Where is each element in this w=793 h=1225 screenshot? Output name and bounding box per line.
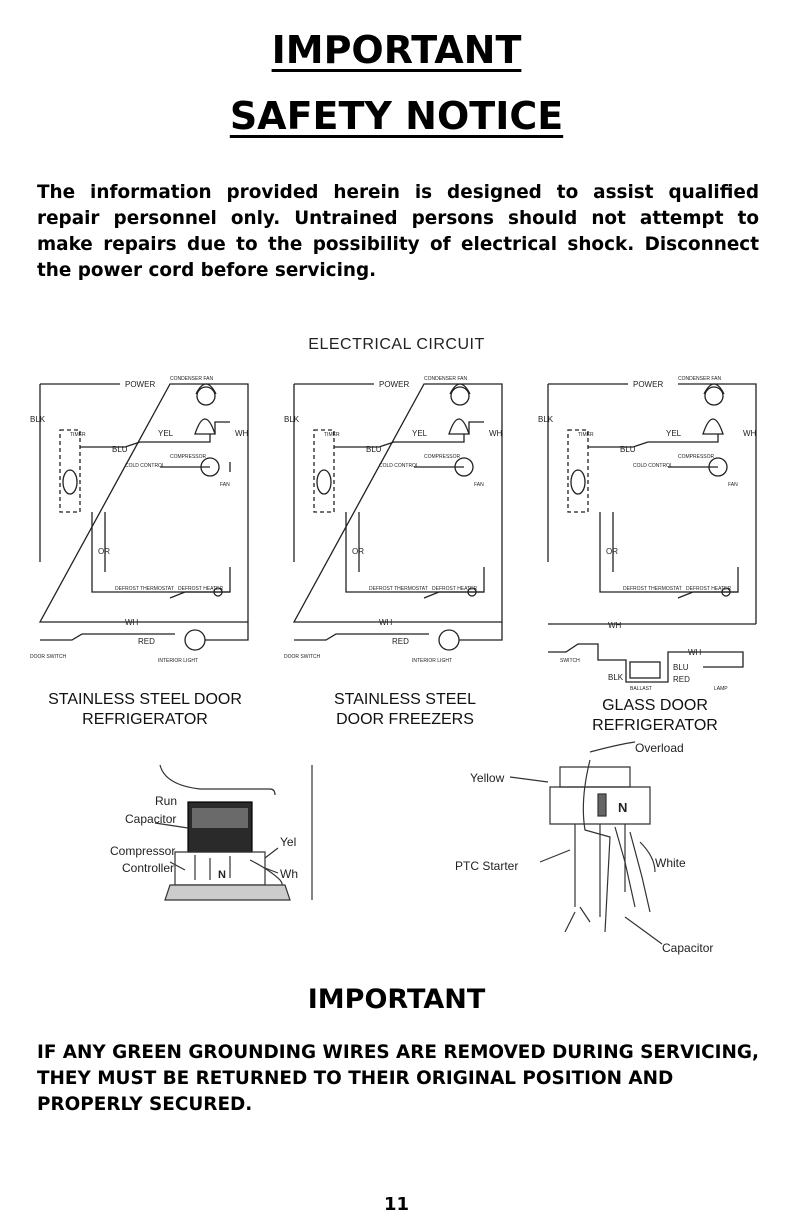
d2-heater-label: DEFROST HEATER — [432, 586, 477, 592]
d3-or-label: OR — [606, 547, 618, 556]
d2-power-label: POWER — [379, 380, 409, 389]
section-title: ELECTRICAL CIRCUIT — [308, 336, 485, 353]
d1-heater-label: DEFROST HEATER — [178, 586, 223, 592]
d2-cold-label: COLD CONTROL — [379, 463, 419, 469]
overload-label: Overload — [635, 741, 684, 755]
d3-power-label: POWER — [633, 380, 663, 389]
d3-blu-label: BLU — [620, 445, 636, 454]
caption-diagram-3: GLASS DOOR REFRIGERATOR — [592, 697, 718, 734]
n-terminal-label-right: N — [618, 800, 627, 815]
d2-evap-label: FAN — [474, 482, 484, 488]
d2-wh-label: WH — [489, 429, 503, 438]
circuit-diagram-3: POWER BLK TIMER BLU YEL WH OR WH WH BLK … — [538, 376, 757, 692]
d3-timer-label: TIMER — [578, 432, 594, 438]
intro-paragraph: The information provided herein is desig… — [37, 182, 759, 281]
d1-timer-label: TIMER — [70, 432, 86, 438]
ptc-starter-label: PTC Starter — [455, 859, 518, 873]
d1-evap-label: FAN — [220, 482, 230, 488]
d1-blu-label: BLU — [112, 445, 128, 454]
d3-heater-label: DEFROST HEATER — [686, 586, 731, 592]
page-number: 11 — [383, 1194, 410, 1215]
d1-or-label: OR — [98, 547, 110, 556]
d3-switch-label: SWITCH — [560, 658, 580, 664]
d3-wh2-label: WH — [608, 621, 622, 630]
d2-fan-label: CONDENSER FAN — [424, 376, 467, 382]
d3-red2-label: RED — [673, 675, 690, 684]
compressor-controller-label-1: Compressor — [110, 844, 175, 858]
run-capacitor-label-1: Run — [155, 794, 177, 808]
d2-red-label: RED — [392, 637, 409, 646]
yellow-wire-label: Yellow — [470, 771, 505, 785]
compressor-controller-label-2: Controller — [122, 861, 174, 875]
run-capacitor-label-2: Capacitor — [125, 812, 176, 826]
d3-cold-label: COLD CONTROL — [633, 463, 673, 469]
d3-yel-label: YEL — [666, 429, 682, 438]
yel-wire-label: Yel — [280, 835, 296, 849]
d3-comp-label: COMPRESSOR — [678, 454, 715, 460]
d1-wh-label: WH — [235, 429, 249, 438]
title-important: IMPORTANT — [271, 28, 522, 72]
d1-thermo-label: DEFROST THERMOSTAT — [115, 586, 174, 592]
d1-red-label: RED — [138, 637, 155, 646]
d3-wh-label: WH — [743, 429, 757, 438]
d2-door-label: DOOR SWITCH — [284, 654, 320, 660]
d3-blk-label: BLK — [538, 415, 554, 424]
d3-evap-label: FAN — [728, 482, 738, 488]
d1-power-label: POWER — [125, 380, 155, 389]
d1-fan-label: CONDENSER FAN — [170, 376, 213, 382]
d3-fan-label: CONDENSER FAN — [678, 376, 721, 382]
d2-comp-label: COMPRESSOR — [424, 454, 461, 460]
d3-lamp-label: LAMP — [714, 686, 728, 692]
d1-door-label: DOOR SWITCH — [30, 654, 66, 660]
capacitor-label: Capacitor — [662, 941, 713, 955]
d2-blu-label: BLU — [366, 445, 382, 454]
d3-thermo-label: DEFROST THERMOSTAT — [623, 586, 682, 592]
circuit-diagram-1: POWER BLK TIMER BLU YEL WH OR RED WH CON… — [30, 376, 249, 664]
ptc-starter-illustration: Overload Yellow PTC Starter White Capaci… — [455, 741, 713, 955]
d3-blk2-label: BLK — [608, 673, 624, 682]
d2-or-label: OR — [352, 547, 364, 556]
grounding-warning: IF ANY GREEN GROUNDING WIRES ARE REMOVED… — [37, 1042, 759, 1115]
d2-blk-label: BLK — [284, 415, 300, 424]
important-heading: IMPORTANT — [307, 984, 486, 1015]
d1-light-label: INTERIOR LIGHT — [158, 658, 198, 664]
d3-wh3-label: WH — [688, 648, 702, 657]
d1-comp-label: COMPRESSOR — [170, 454, 207, 460]
d1-wh2-label: WH — [125, 618, 139, 627]
n-terminal-label: N — [218, 869, 226, 881]
caption-diagram-2: STAINLESS STEEL DOOR FREEZERS — [334, 691, 476, 728]
d2-yel-label: YEL — [412, 429, 428, 438]
white-wire-label: White — [655, 856, 686, 870]
title-safety-notice: SAFETY NOTICE — [229, 94, 564, 138]
d3-ballast-label: BALLAST — [630, 686, 652, 692]
d2-wh2-label: WH — [379, 618, 393, 627]
circuit-diagram-2: POWER BLK TIMER BLU YEL WH OR RED WH CON… — [284, 376, 503, 664]
d1-cold-label: COLD CONTROL — [125, 463, 165, 469]
compressor-controller-illustration: Run Capacitor Compressor Controller Yel … — [110, 764, 313, 901]
d2-timer-label: TIMER — [324, 432, 340, 438]
d1-blk-label: BLK — [30, 415, 46, 424]
d1-yel-label: YEL — [158, 429, 174, 438]
caption-diagram-1: STAINLESS STEEL DOOR REFRIGERATOR — [48, 691, 242, 728]
d2-thermo-label: DEFROST THERMOSTAT — [369, 586, 428, 592]
d3-blu2-label: BLU — [673, 663, 689, 672]
d2-light-label: INTERIOR LIGHT — [412, 658, 452, 664]
wh-wire-label: Wh — [280, 867, 298, 881]
